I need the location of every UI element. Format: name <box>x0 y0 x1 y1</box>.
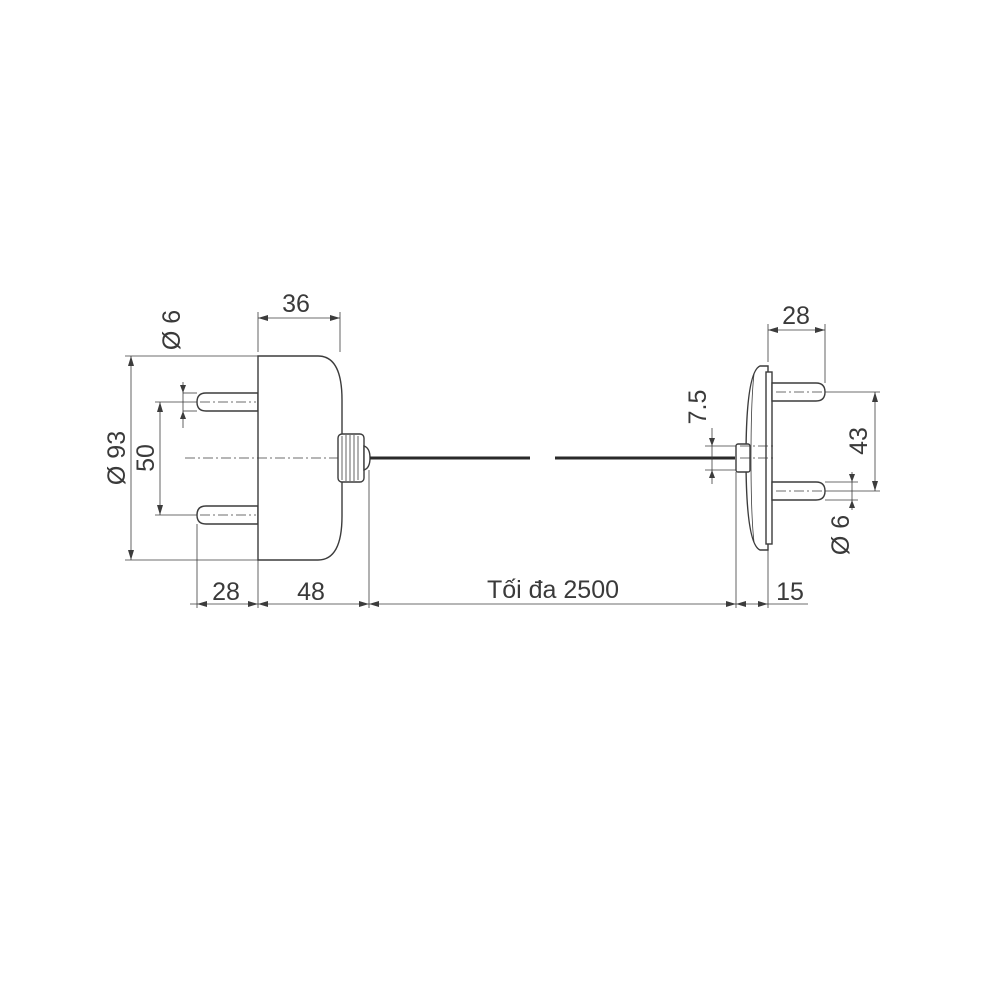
dim-rod-length: Tối đa 2500 <box>487 576 619 604</box>
right-assembly <box>735 365 826 551</box>
dimension-lines <box>125 312 880 608</box>
dim-right-pin-spacing: 43 <box>845 427 873 455</box>
dim-left-pin-length: 28 <box>212 578 240 606</box>
dim-left-pin-diameter: Ø 6 <box>158 310 186 350</box>
left-assembly <box>185 355 371 561</box>
dim-left-body-depth: 48 <box>297 578 325 606</box>
dim-right-pin-length: 28 <box>782 302 810 330</box>
dim-right-flange-depth: 15 <box>776 578 804 606</box>
dimension-labels: 36 Ø 6 Ø 93 50 28 48 Tối đa 2500 15 28 7… <box>103 290 873 606</box>
dim-rod-diameter: 7.5 <box>684 390 712 425</box>
dim-left-outer-diameter: Ø 93 <box>103 431 131 485</box>
dim-right-pin-diameter: Ø 6 <box>827 515 855 555</box>
dim-left-pin-spacing: 50 <box>132 444 160 472</box>
dim-left-body-length: 36 <box>282 290 310 318</box>
